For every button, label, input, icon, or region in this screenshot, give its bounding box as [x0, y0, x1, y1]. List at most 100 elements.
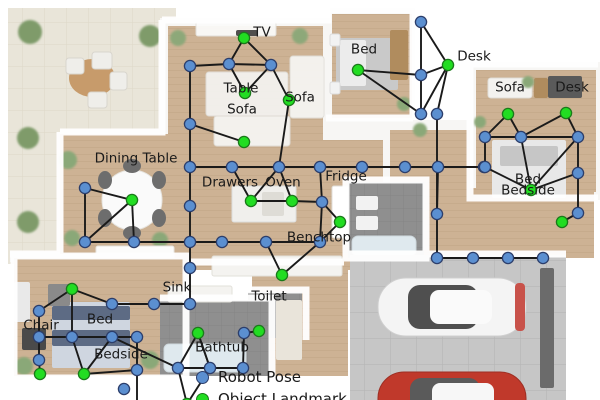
- robot-pose-node[interactable]: [105, 297, 119, 311]
- robot-pose-node[interactable]: [78, 235, 92, 249]
- graph-edge: [250, 166, 280, 202]
- object-landmark-node[interactable]: [275, 268, 289, 282]
- robot-pose-node[interactable]: [147, 297, 161, 311]
- object-landmark-node[interactable]: [237, 135, 251, 149]
- graph-edge: [71, 288, 113, 305]
- robot-pose-node[interactable]: [222, 57, 236, 71]
- robot-pose-node[interactable]: [215, 235, 229, 249]
- graph-edge: [436, 166, 439, 215]
- robot-pose-node[interactable]: [32, 353, 46, 367]
- robot-pose-node[interactable]: [127, 235, 141, 249]
- graph-edge: [189, 63, 230, 67]
- graph-edge: [71, 336, 85, 375]
- robot-pose-node[interactable]: [414, 15, 428, 29]
- robot-pose-node[interactable]: [203, 361, 217, 375]
- graph-edge: [520, 136, 532, 191]
- legend: Robot Pose Object Landmark: [196, 366, 347, 400]
- object-label: Bed: [514, 171, 542, 188]
- object-landmark-node[interactable]: [351, 63, 365, 77]
- robot-pose-node[interactable]: [32, 330, 46, 344]
- robot-pose-node[interactable]: [466, 251, 480, 265]
- robot-pose-node[interactable]: [414, 68, 428, 82]
- object-landmark-node[interactable]: [282, 93, 296, 107]
- robot-pose-node[interactable]: [65, 330, 79, 344]
- graph-edge: [231, 166, 252, 202]
- robot-pose-node[interactable]: [105, 330, 119, 344]
- robot-pose-node[interactable]: [478, 130, 492, 144]
- region-garage: [350, 255, 566, 400]
- object-landmark-node[interactable]: [65, 282, 79, 296]
- robot-pose-node[interactable]: [183, 59, 197, 73]
- robot-pose-node[interactable]: [183, 261, 197, 275]
- object-landmark-node[interactable]: [559, 106, 573, 120]
- robot-pose-node[interactable]: [313, 160, 327, 174]
- object-label: Oven: [265, 174, 301, 191]
- graph-edge: [420, 64, 449, 115]
- graph-edge: [281, 241, 321, 276]
- robot-pose-node[interactable]: [315, 195, 329, 209]
- robot-pose-node[interactable]: [171, 361, 185, 375]
- graph-edge: [278, 99, 290, 168]
- object-landmark-node[interactable]: [238, 86, 252, 100]
- robot-pose-node[interactable]: [272, 160, 286, 174]
- object-landmark-node[interactable]: [237, 31, 251, 45]
- robot-pose-node[interactable]: [183, 117, 197, 131]
- robot-pose-node[interactable]: [430, 207, 444, 221]
- robot-pose-node[interactable]: [236, 361, 250, 375]
- object-landmark-node[interactable]: [244, 194, 258, 208]
- object-landmark-node[interactable]: [501, 107, 515, 121]
- robot-pose-node[interactable]: [571, 166, 585, 180]
- object-label: Benchtop: [286, 229, 352, 246]
- robot-pose-node[interactable]: [431, 160, 445, 174]
- object-landmark-node[interactable]: [191, 326, 205, 340]
- robot-pose-node[interactable]: [501, 251, 515, 265]
- object-landmark-node[interactable]: [285, 194, 299, 208]
- robot-pose-node[interactable]: [259, 235, 273, 249]
- graph-edge: [111, 336, 179, 369]
- robot-pose-node[interactable]: [225, 160, 239, 174]
- object-landmark-node[interactable]: [524, 183, 538, 197]
- graph-edge: [530, 172, 579, 191]
- robot-pose-node[interactable]: [183, 160, 197, 174]
- robot-pose-node[interactable]: [183, 235, 197, 249]
- object-landmark-node[interactable]: [125, 193, 139, 207]
- robot-pose-node[interactable]: [32, 304, 46, 318]
- object-landmark-node[interactable]: [555, 215, 569, 229]
- graph-edge: [357, 69, 422, 115]
- object-label: Dining Table: [94, 150, 178, 167]
- object-label: Bathtub: [195, 339, 249, 356]
- legend-label-object-landmark: Object Landmark: [218, 390, 347, 400]
- robot-pose-node[interactable]: [571, 130, 585, 144]
- graph-edge: [270, 64, 290, 101]
- robot-pose-node[interactable]: [183, 297, 197, 311]
- object-landmark-node[interactable]: [252, 324, 266, 338]
- graph-edge: [83, 369, 138, 375]
- graph-edge: [357, 69, 422, 76]
- robot-pose-node[interactable]: [414, 107, 428, 121]
- robot-pose-node[interactable]: [398, 160, 412, 174]
- robot-pose-node[interactable]: [313, 235, 327, 249]
- robot-pose-node[interactable]: [430, 107, 444, 121]
- robot-pose-node[interactable]: [130, 330, 144, 344]
- object-label: Sink: [162, 279, 192, 296]
- object-landmark-node[interactable]: [333, 215, 347, 229]
- graph-edge: [131, 199, 135, 243]
- robot-pose-node[interactable]: [117, 382, 131, 396]
- robot-pose-node[interactable]: [478, 160, 492, 174]
- object-landmark-node[interactable]: [33, 367, 47, 381]
- robot-pose-node[interactable]: [571, 206, 585, 220]
- robot-pose-node[interactable]: [514, 130, 528, 144]
- robot-pose-node[interactable]: [130, 363, 144, 377]
- robot-pose-node[interactable]: [237, 326, 251, 340]
- robot-pose-node[interactable]: [430, 251, 444, 265]
- robot-pose-node[interactable]: [355, 160, 369, 174]
- robot-pose-node[interactable]: [536, 251, 550, 265]
- robot-pose-node[interactable]: [183, 199, 197, 213]
- robot-pose-node[interactable]: [264, 58, 278, 72]
- object-label: Drawers: [201, 174, 259, 191]
- object-landmark-node[interactable]: [441, 58, 455, 72]
- object-landmark-node[interactable]: [77, 367, 91, 381]
- robot-pose-node[interactable]: [78, 181, 92, 195]
